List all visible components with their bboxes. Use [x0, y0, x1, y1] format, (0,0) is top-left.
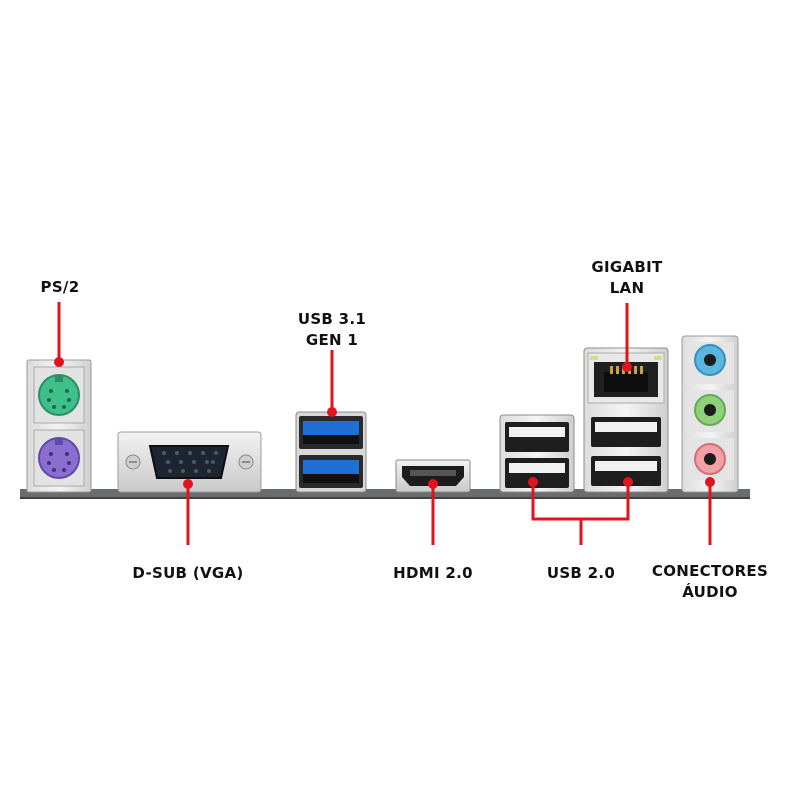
hdmi-connector	[395, 459, 471, 493]
usb20-left-connector	[499, 414, 575, 493]
lan-usb-stack	[583, 347, 669, 493]
vga-connector	[117, 431, 262, 493]
callout-lines	[54, 302, 715, 545]
label-usb31: USB 3.1 GEN 1	[297, 310, 367, 349]
label-hdmi: HDMI 2.0	[393, 564, 473, 582]
ps2-connector	[26, 359, 92, 493]
ps2-mouse-port	[38, 374, 80, 416]
label-vga: D-SUB (VGA)	[132, 564, 244, 582]
board-strip	[20, 489, 750, 498]
audio-connectors	[681, 335, 739, 493]
label-audio: CONECTORES ÁUDIO	[651, 562, 769, 601]
ps2-keyboard-port	[38, 437, 80, 479]
label-usb20: USB 2.0	[546, 564, 616, 582]
usb31-connector	[295, 411, 367, 493]
label-gigabit-lan: GIGABIT LAN	[591, 258, 663, 297]
label-ps2: PS/2	[40, 278, 80, 296]
